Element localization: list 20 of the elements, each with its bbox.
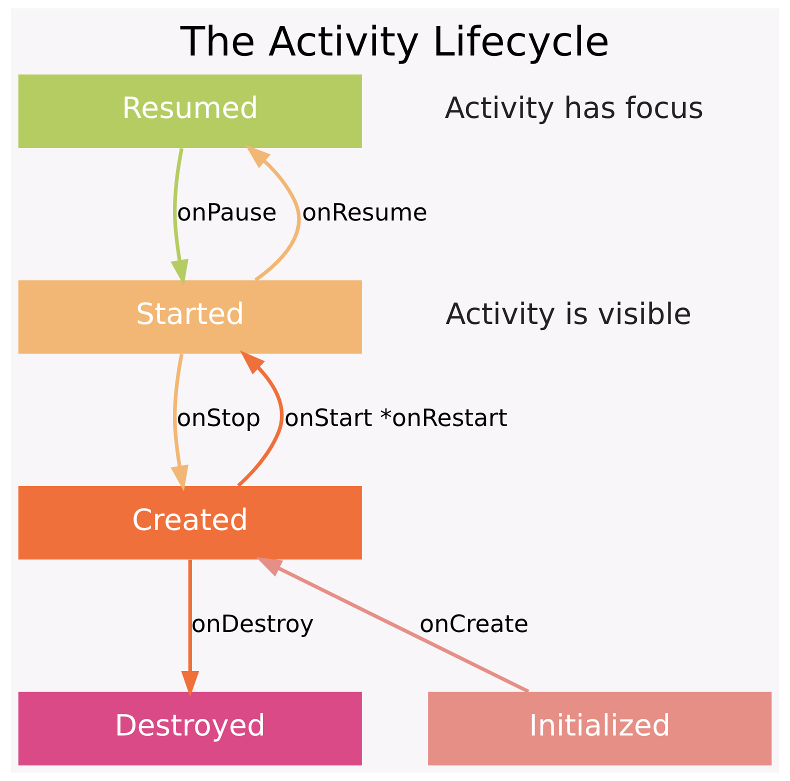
- arrow: [245, 144, 301, 282]
- label: Activity has focus: [444, 91, 704, 126]
- arrow: [237, 350, 284, 488]
- arrow: [256, 557, 530, 694]
- node-box: Created: [18, 486, 362, 560]
- arrow: [181, 560, 200, 697]
- edge-label: onStart *onRestart: [284, 404, 508, 432]
- node-box: Resumed: [18, 74, 362, 148]
- node-box: Destroyed: [18, 692, 362, 766]
- node-box: Started: [18, 280, 362, 354]
- edge-label: onDestroy: [191, 610, 314, 638]
- label: Activity is visible: [446, 296, 692, 331]
- edge-label: onPause: [176, 198, 277, 226]
- arrow: [170, 148, 188, 286]
- node-box: Initialized: [428, 692, 772, 766]
- edge-label: onResume: [302, 198, 428, 226]
- diagram-title: The Activity Lifecycle: [180, 17, 610, 66]
- edge-label: onStop: [176, 404, 261, 432]
- edge-label: onCreate: [419, 610, 529, 638]
- arrow: [170, 354, 188, 492]
